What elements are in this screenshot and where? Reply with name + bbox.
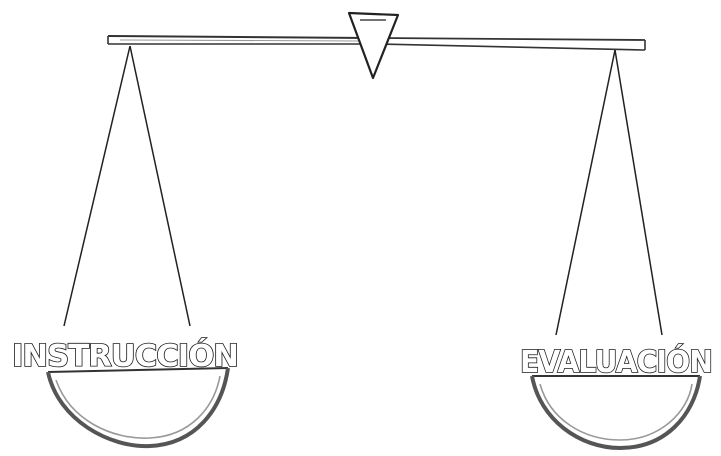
left-pan [48,368,228,446]
right-pan [532,376,700,448]
left-pan-strings [64,46,190,326]
right-pan-label: EVALUACIÓN [520,343,712,380]
right-pan-strings [556,50,662,335]
fulcrum [349,13,398,78]
left-pan-label: INSTRUCCIÓN [12,337,238,374]
